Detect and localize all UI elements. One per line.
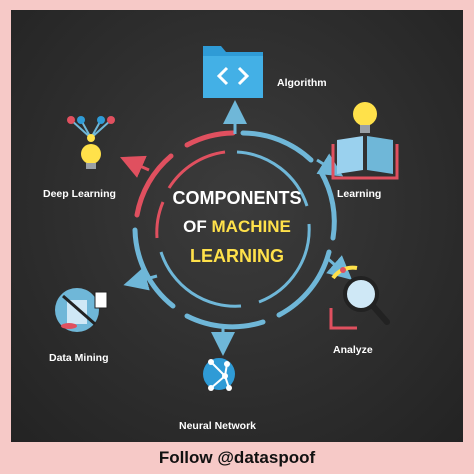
center-title-of: OF <box>183 217 212 236</box>
arrow-learning <box>316 153 344 177</box>
follow-footer: Follow @dataspoof <box>158 448 316 467</box>
brain-network-icon <box>67 116 115 169</box>
data-mining-icon <box>55 288 108 332</box>
book-lightbulb-icon <box>331 102 399 180</box>
center-title-line2: OF MACHINE <box>11 217 463 237</box>
label-algorithm: Algorithm <box>277 77 327 89</box>
label-neural-network: Neural Network <box>179 420 257 432</box>
label-learning: Learning <box>337 188 382 200</box>
label-deep-learning: Deep Learning <box>43 188 116 200</box>
neural-network-icon <box>203 358 235 391</box>
label-data-mining: Data Mining <box>49 352 109 364</box>
arrow-deep-learning <box>120 155 150 178</box>
chalkboard-panel: COMPONENTS OF MACHINE LEARNING Algorithm… <box>11 10 463 442</box>
label-analyze: Analyze <box>333 344 373 356</box>
center-title-line1: COMPONENTS <box>172 188 302 208</box>
inner-ring <box>155 150 311 308</box>
code-folder-icon <box>203 46 263 98</box>
center-title-line3: LEARNING <box>190 246 284 266</box>
center-title-machine: MACHINE <box>211 217 291 236</box>
magnifier-analysis-icon <box>329 265 390 330</box>
arrow-data-mining <box>123 267 158 291</box>
cycle-diagram <box>55 46 399 391</box>
